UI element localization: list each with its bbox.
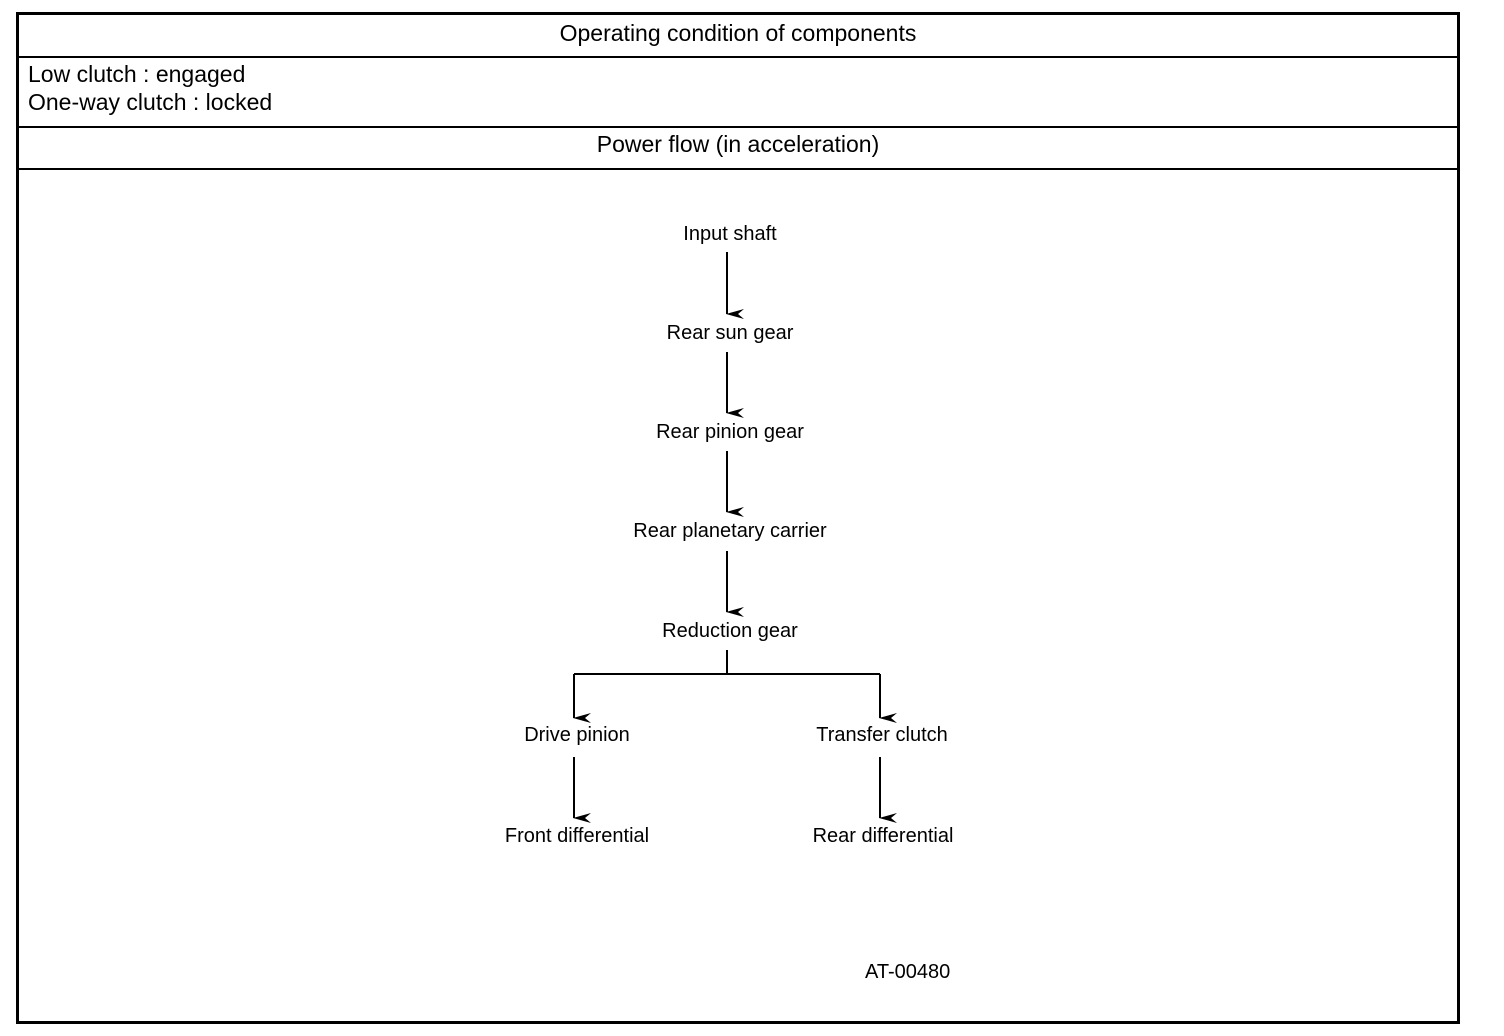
- node-rear-differential: Rear differential: [812, 825, 954, 847]
- power-flow-header: Power flow (in acceleration): [596, 131, 880, 157]
- node-transfer-clutch: Transfer clutch: [816, 724, 948, 746]
- node-rear-sun-gear: Rear sun gear: [666, 322, 794, 344]
- divider: [19, 56, 1457, 58]
- condition-one-way-clutch: One-way clutch : locked: [28, 89, 273, 115]
- node-reduction-gear: Reduction gear: [662, 620, 798, 642]
- condition-low-clutch: Low clutch : engaged: [28, 61, 246, 87]
- node-front-differential: Front differential: [504, 825, 650, 847]
- conditions-header: Operating condition of components: [559, 20, 917, 46]
- node-rear-planetary-carrier: Rear planetary carrier: [633, 520, 827, 542]
- divider: [19, 126, 1457, 128]
- divider: [19, 168, 1457, 170]
- node-input-shaft: Input shaft: [683, 223, 777, 245]
- node-drive-pinion: Drive pinion: [524, 724, 630, 746]
- conditions-list: Low clutch : engaged One-way clutch : lo…: [19, 60, 1457, 128]
- figure-id: AT-00480: [865, 961, 951, 983]
- node-rear-pinion-gear: Rear pinion gear: [656, 421, 804, 443]
- diagram-frame: Operating condition of components Low cl…: [16, 12, 1460, 1024]
